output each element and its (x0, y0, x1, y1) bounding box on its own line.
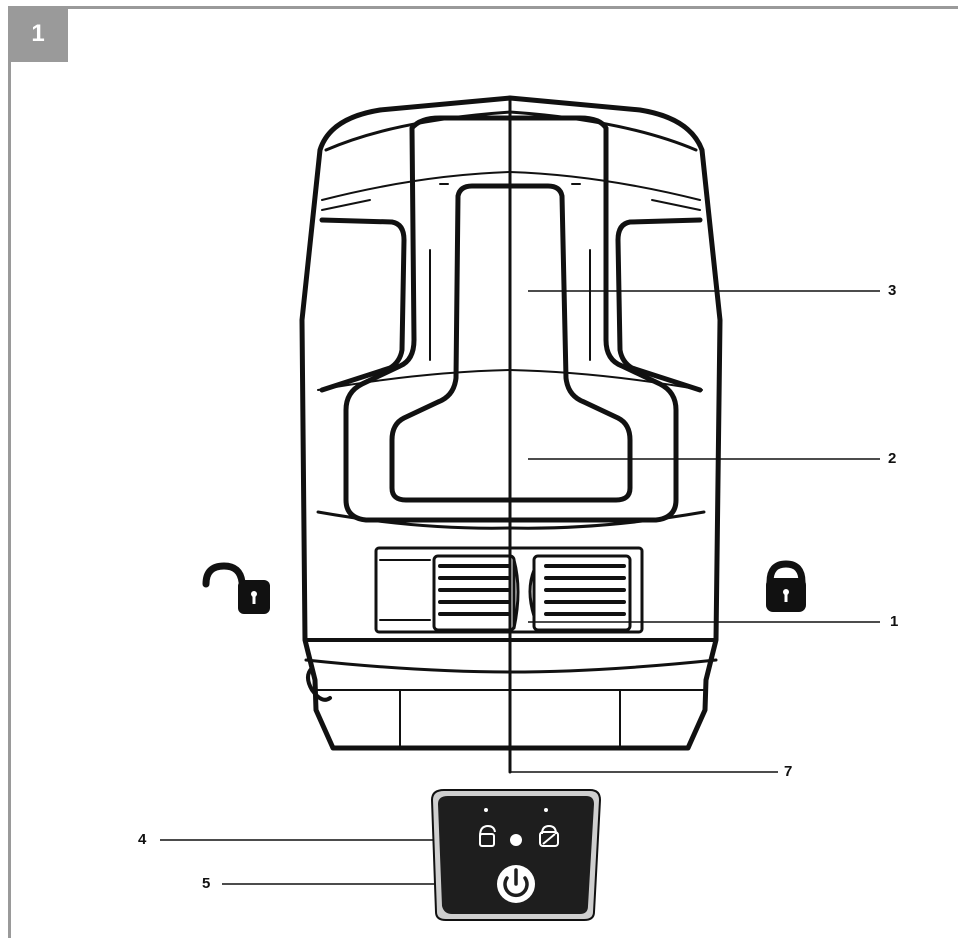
figure-frame (8, 6, 958, 938)
callout-4: 4 (138, 831, 147, 848)
right-side-window (615, 217, 703, 393)
control-panel (430, 789, 602, 921)
switch-grip-right (532, 554, 632, 632)
outer-panel (343, 115, 679, 523)
callout-3: 3 (888, 282, 897, 299)
power-icon (497, 865, 535, 903)
callout-5: 5 (202, 875, 211, 892)
left-side-window (319, 217, 407, 393)
locked-padlock-icon (766, 560, 806, 612)
callout-2: 2 (888, 450, 897, 467)
unlocked-padlock-icon (202, 562, 270, 614)
callout-1: 1 (890, 613, 899, 630)
status-led (510, 834, 522, 846)
exit-window (389, 183, 633, 503)
mini-unlocked-icon (479, 824, 496, 847)
switch-grip-left (432, 554, 516, 632)
leader-7 (509, 752, 778, 773)
housing-outline (299, 95, 723, 751)
mini-locked-icon (539, 824, 559, 847)
callout-7: 7 (784, 763, 793, 780)
switch-housing (374, 546, 644, 634)
figure-number-badge: 1 (8, 6, 68, 62)
